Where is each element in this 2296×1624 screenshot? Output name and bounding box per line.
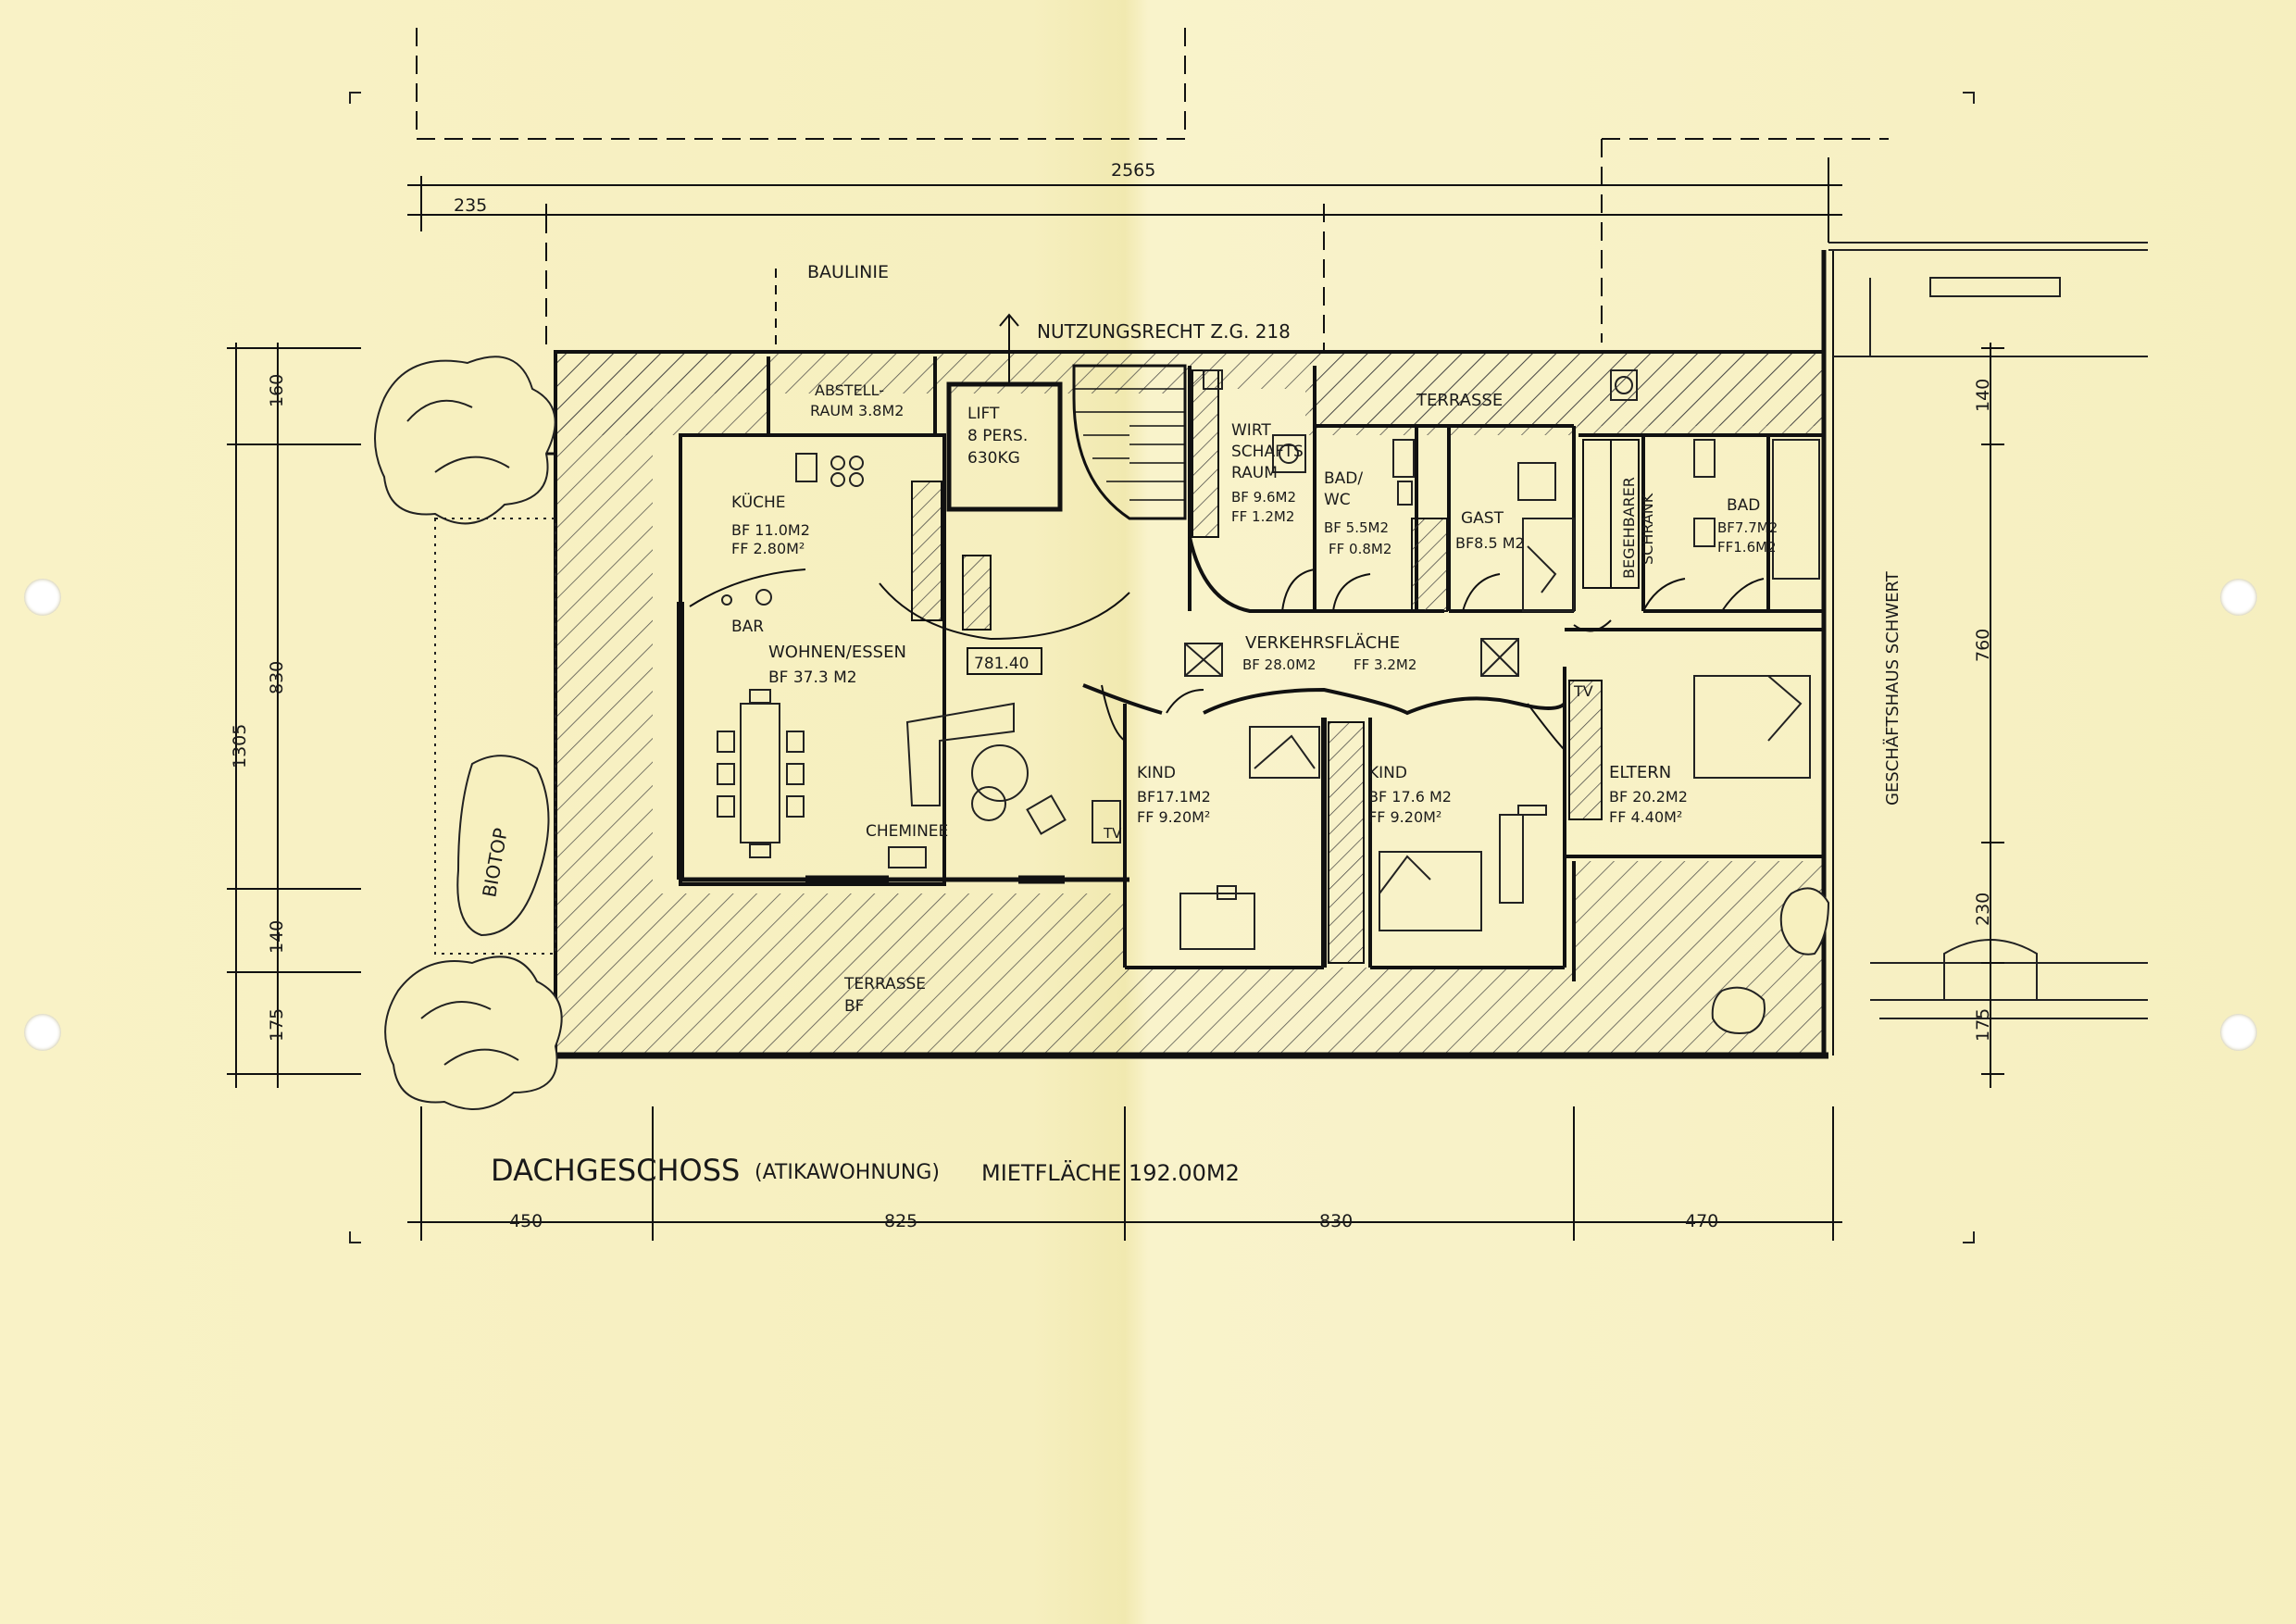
garden-plants	[374, 356, 1830, 1110]
dim-bottom-830: 830	[1319, 1211, 1353, 1231]
room-wirtschaft-bf: BF 9.6M2	[1231, 489, 1296, 506]
room-gast-bf: BF8.5 M2	[1455, 534, 1525, 552]
cheminee-label: CHEMINEE	[866, 822, 948, 841]
room-eltern-bf: BF 20.2M2	[1609, 788, 1688, 806]
dim-left-140: 140	[267, 920, 287, 954]
room-wirtschaft-ff: FF 1.2M2	[1231, 508, 1294, 525]
baulinie-label: BAULINIE	[807, 262, 889, 282]
wardrobes	[911, 369, 1640, 964]
room-kind1-bf: BF17.1M2	[1137, 788, 1211, 806]
room-lift-persons: 8 PERS.	[967, 427, 1028, 445]
dimension-lines	[227, 28, 2004, 1241]
room-bad-ff: FF1.6M2	[1717, 539, 1777, 556]
punch-hole-right-top	[2220, 579, 2257, 616]
interior-walls	[677, 356, 1824, 981]
plan-area: MIETFLÄCHE 192.00M2	[981, 1159, 1240, 1186]
dim-bottom-470: 470	[1685, 1211, 1718, 1231]
tv-right-label: TV	[1573, 682, 1593, 700]
terrasse-top-label: TERRASSE	[1416, 391, 1503, 410]
room-wirtschaft-name2: SCHAFTS	[1231, 443, 1304, 461]
room-begehbarer-name1: BEGEHBARER	[1620, 477, 1638, 579]
room-eltern-ff: FF 4.40M²	[1609, 808, 1682, 826]
dim-left-total: 1305	[230, 724, 250, 768]
room-badwc-ff: FF 0.8M2	[1329, 541, 1391, 557]
dim-right-140: 140	[1973, 379, 1993, 412]
room-abstell-area: RAUM 3.8M2	[810, 402, 904, 419]
dim-right-175: 175	[1973, 1008, 1993, 1042]
room-kind1-name: KIND	[1137, 764, 1176, 782]
corner-marks	[349, 92, 1975, 1243]
room-kueche-name: KÜCHE	[731, 492, 786, 512]
room-kind2-bf: BF 17.6 M2	[1368, 788, 1452, 806]
room-wohnen-bf: BF 37.3 M2	[768, 668, 857, 687]
room-wirtschaft-name1: WIRT	[1231, 421, 1271, 440]
dim-bottom-450: 450	[509, 1211, 543, 1231]
room-kueche-ff: FF 2.80M²	[731, 540, 805, 557]
level-label: 781.40	[974, 655, 1029, 673]
labels: 2565 235 1305 160 830 140 175 140 760 23…	[230, 160, 1993, 1231]
dim-bottom-825: 825	[884, 1211, 917, 1231]
dim-left-830: 830	[267, 661, 287, 694]
room-begehbarer-name2: SCHRANK	[1639, 493, 1656, 565]
room-kind1-ff: FF 9.20M²	[1137, 808, 1210, 826]
tv-left-label: TV	[1103, 825, 1122, 842]
dim-left-160: 160	[267, 374, 287, 407]
room-wirtschaft-name3: RAUM	[1231, 464, 1278, 482]
room-verkehr-name: VERKEHRSFLÄCHE	[1245, 633, 1400, 653]
room-lift-load: 630KG	[967, 449, 1020, 468]
terrasse-bottom-label: TERRASSE	[843, 975, 926, 993]
plan-subtitle: (ATIKAWOHNUNG)	[755, 1161, 940, 1184]
room-wohnen-name: WOHNEN/ESSEN	[768, 643, 906, 662]
room-verkehr-bf: BF 28.0M2	[1242, 656, 1316, 673]
room-eltern-name: ELTERN	[1609, 763, 1671, 782]
nutzungsrecht-label: NUTZUNGSRECHT Z.G. 218	[1037, 320, 1291, 343]
room-kind2-name: KIND	[1368, 764, 1407, 782]
furniture	[717, 369, 1820, 950]
door-swings	[689, 568, 1765, 751]
punch-hole-left-top	[24, 579, 61, 616]
terrasse-bottom-sub: BF	[844, 997, 864, 1016]
dim-top-left: 235	[454, 195, 487, 216]
terrace-hatching	[555, 352, 1824, 1056]
dim-top-total: 2565	[1111, 160, 1155, 181]
level-box	[967, 647, 1042, 675]
room-verkehr-ff: FF 3.2M2	[1354, 656, 1416, 673]
punch-hole-left-bottom	[24, 1014, 61, 1051]
room-kueche-bf: BF 11.0M2	[731, 521, 810, 539]
room-bad-name: BAD	[1727, 496, 1760, 515]
garden-strip	[434, 518, 556, 955]
room-badwc-name2: WC	[1324, 491, 1351, 509]
room-kind2-ff: FF 9.20M²	[1368, 808, 1441, 826]
punch-hole-right-bottom	[2220, 1014, 2257, 1051]
room-abstell-name: ABSTELL-	[815, 381, 884, 399]
dim-right-760: 760	[1973, 629, 1993, 662]
room-bad-bf: BF7.7M2	[1717, 519, 1778, 536]
room-badwc-name1: BAD/	[1324, 469, 1363, 488]
room-lift-name: LIFT	[967, 405, 1000, 423]
room-gast-name: GAST	[1461, 509, 1504, 528]
room-badwc-bf: BF 5.5M2	[1324, 519, 1389, 536]
plan-title: DACHGESCHOSS	[491, 1153, 740, 1188]
dim-right-230: 230	[1973, 893, 1993, 926]
neighbor-label: GESCHÄFTSHAUS SCHWERT	[1883, 570, 1903, 806]
outer-walls	[537, 250, 1834, 1059]
dim-left-175: 175	[267, 1008, 287, 1042]
bar-label: BAR	[731, 618, 764, 636]
